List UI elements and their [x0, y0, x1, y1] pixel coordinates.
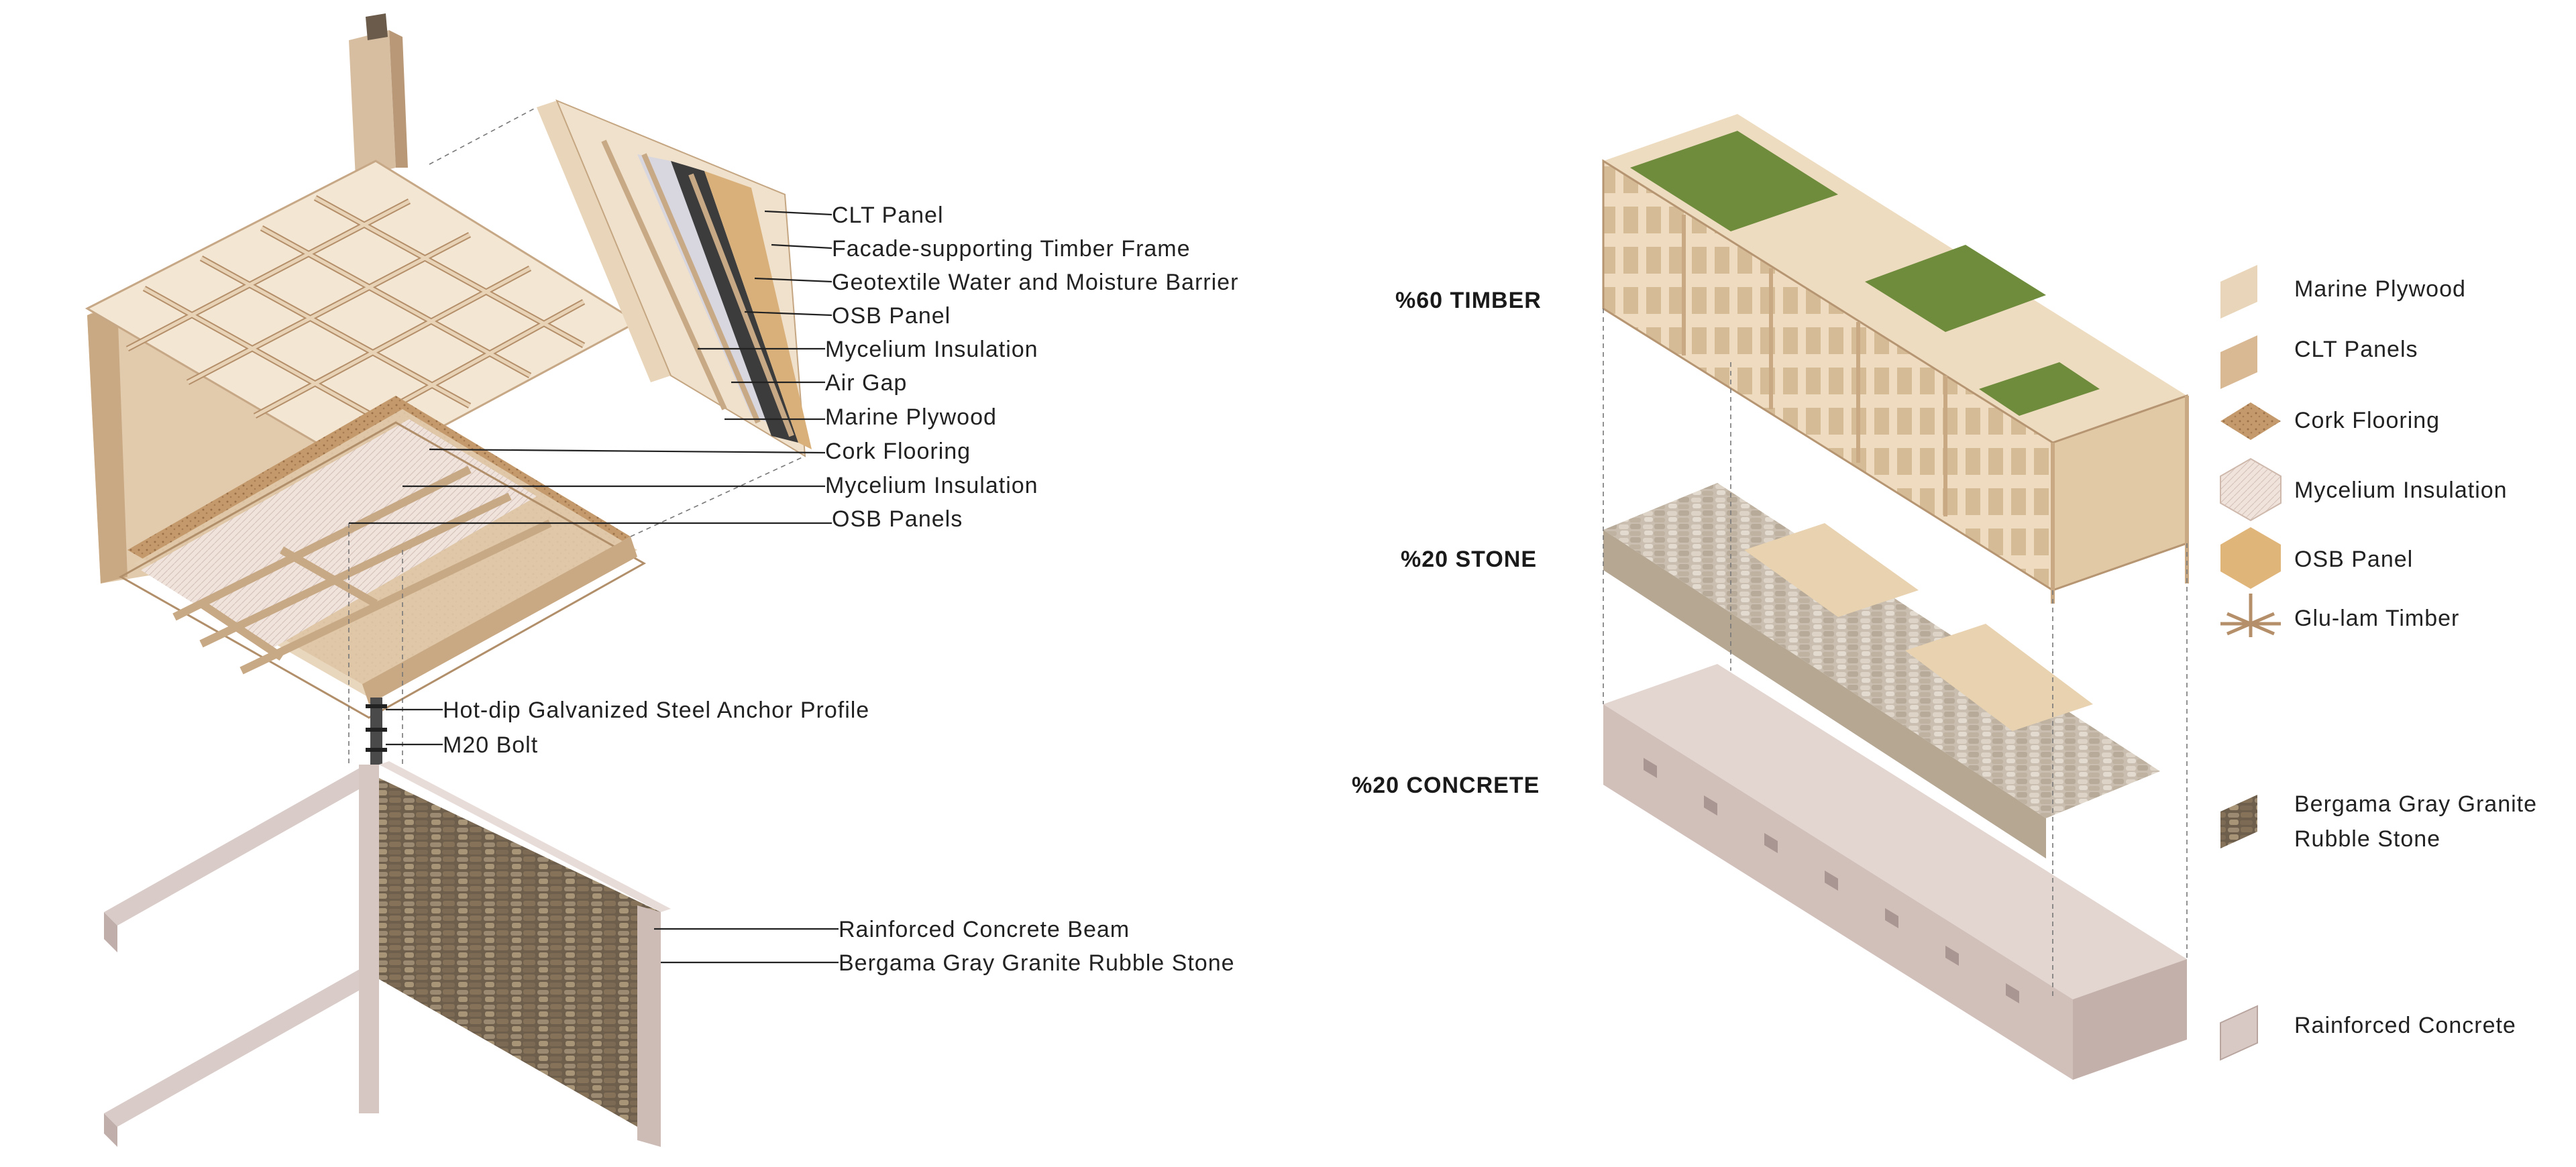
- legend-cork-flooring: Cork Flooring: [2294, 408, 2440, 433]
- label-geotextile: Geotextile Water and Moisture Barrier: [832, 270, 1238, 295]
- rubble-stone-wall: [379, 778, 661, 1140]
- detail-labels: CLT Panel Facade-supporting Timber Frame…: [443, 203, 1238, 976]
- legend-swatch-clt: [2220, 335, 2257, 389]
- label-steel-anchor: Hot-dip Galvanized Steel Anchor Profile: [443, 698, 869, 723]
- wall-layers: [537, 99, 812, 457]
- label-mycelium-floor: Mycelium Insulation: [825, 473, 1038, 498]
- label-granite-stone: Bergama Gray Granite Rubble Stone: [839, 950, 1235, 976]
- label-air-gap: Air Gap: [825, 370, 907, 396]
- legend-marine-plywood: Marine Plywood: [2294, 276, 2466, 302]
- legend-swatch-osb: [2220, 527, 2281, 589]
- stone-percentage: %20 STONE: [1401, 547, 1537, 572]
- label-mycelium-wall: Mycelium Insulation: [825, 337, 1038, 362]
- roof-garden-1: [1630, 131, 1838, 231]
- timber-percentage: %60 TIMBER: [1395, 288, 1542, 313]
- label-osb-panel: OSB Panel: [832, 303, 951, 329]
- legend-swatch-glulam: [2220, 594, 2281, 637]
- legend-mycelium-insulation: Mycelium Insulation: [2294, 478, 2508, 503]
- legend-rainforced-concrete: Rainforced Concrete: [2294, 1013, 2516, 1038]
- legend-glulam-timber: Glu-lam Timber: [2294, 606, 2459, 631]
- legend-granite-line1: Bergama Gray Granite: [2294, 791, 2537, 817]
- legend: Marine Plywood CLT Panels Cork Flooring …: [2220, 265, 2537, 1061]
- label-concrete-beam: Rainforced Concrete Beam: [839, 917, 1130, 942]
- legend-swatch-cork: [2220, 402, 2281, 440]
- legend-swatch-concrete: [2220, 1005, 2258, 1061]
- concrete-beam: [104, 765, 379, 926]
- roof-garden-3: [1979, 362, 2100, 416]
- concrete-level: [1603, 664, 2187, 999]
- timber-column: [349, 30, 396, 178]
- label-clt-panel: CLT Panel: [832, 203, 944, 228]
- legend-osb-panel: OSB Panel: [2294, 547, 2413, 572]
- legend-swatch-mycelium: [2220, 457, 2282, 522]
- roof-garden-2: [1865, 245, 2046, 332]
- exploded-building: [1602, 114, 2189, 1080]
- label-cork-flooring: Cork Flooring: [825, 439, 971, 464]
- label-facade-frame: Facade-supporting Timber Frame: [832, 236, 1191, 262]
- label-m20-bolt: M20 Bolt: [443, 732, 538, 758]
- legend-swatch-granite: [2220, 795, 2257, 848]
- material-percentages: %60 TIMBER %20 STONE %20 CONCRETE: [1352, 288, 1542, 798]
- label-osb-panels: OSB Panels: [832, 506, 963, 532]
- label-marine-plywood: Marine Plywood: [825, 404, 997, 430]
- legend-granite-line2: Rubble Stone: [2294, 826, 2440, 852]
- legend-clt-panels: CLT Panels: [2294, 337, 2418, 362]
- detail-leaders: [349, 210, 839, 964]
- concrete-percentage: %20 CONCRETE: [1352, 773, 1540, 798]
- wall-floor-detail: [85, 13, 812, 1147]
- legend-swatch-marine-plywood: [2220, 265, 2257, 319]
- stone-level: [1603, 483, 2160, 818]
